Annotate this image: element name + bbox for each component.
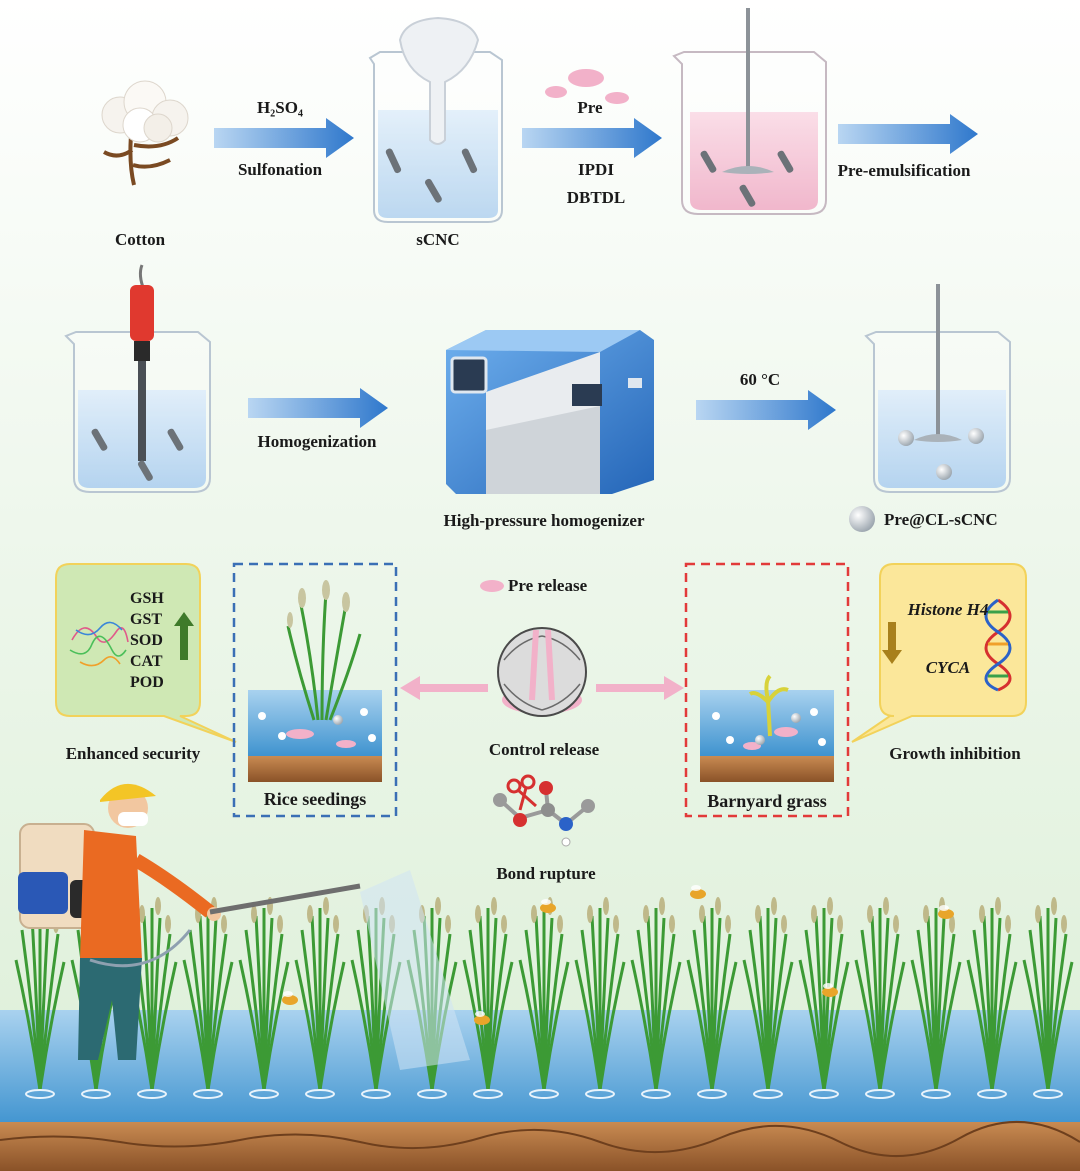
arrow-homogenization (248, 388, 388, 428)
control-release-label: Control release (488, 740, 600, 759)
sulfuric-acid-label: H₂SO₄ (256, 98, 304, 117)
bee-icon (474, 1011, 490, 1025)
arrow-sulfonation (214, 118, 354, 158)
rice-plant (630, 897, 682, 1099)
rice-plant (910, 897, 962, 1099)
barnyard-grass-label: Barnyard grass (707, 791, 827, 811)
gene-callout (851, 563, 1027, 743)
rice-plant (854, 897, 906, 1099)
rice-plant (518, 897, 570, 1099)
scnc-beaker (368, 16, 503, 223)
arrow-60c (696, 390, 836, 430)
temperature-label: 60 °C (739, 370, 781, 389)
homogenizer-machine (446, 330, 654, 494)
rice-plant (742, 897, 794, 1099)
molecule-bond-icon (493, 774, 595, 847)
bee-icon (540, 899, 556, 913)
gene-cyca: CYCA (925, 658, 971, 677)
enzyme-gsh: GSH (130, 590, 164, 607)
pre-release-legend-label: Pre release (508, 576, 588, 595)
rice-plant (294, 897, 346, 1099)
decrease-arrow-icon (882, 622, 902, 664)
bee-icon (938, 905, 954, 919)
rice-seedlings-label: Rice seedings (263, 789, 367, 809)
rice-plant (462, 897, 514, 1099)
bee-icon (690, 885, 706, 899)
cotton-label: Cotton (114, 230, 166, 249)
rice-plant (798, 897, 850, 1099)
ipdi-label: IPDI (578, 160, 614, 179)
growth-inhibition-label: Growth inhibition (889, 744, 1021, 763)
pre-blob (605, 92, 629, 104)
product-legend-icon (849, 506, 875, 532)
enzyme-callout (55, 563, 237, 743)
enzyme-cat: CAT (130, 653, 163, 670)
paddy-field (0, 1010, 1080, 1171)
arrow-to-barnyard (596, 676, 684, 700)
rice-plant (14, 897, 66, 1099)
gene-histone-h4: Histone H4 (907, 600, 989, 619)
rice-plant (1022, 897, 1074, 1099)
homogenizer-label: High-pressure homogenizer (443, 511, 645, 530)
pre-label: Pre (577, 98, 603, 117)
pre-blob (545, 86, 567, 98)
arrow-pre-ipdi (522, 118, 662, 158)
pre-release-legend-icon (480, 580, 504, 592)
product-legend-label: Pre@CL-sCNC (884, 510, 998, 529)
protein-structure-icon (69, 621, 129, 667)
arrow-pre-emulsification (838, 114, 978, 154)
dbtdl-label: DBTDL (566, 188, 626, 207)
dna-icon (984, 598, 1012, 692)
arrow-to-rice (400, 676, 488, 700)
spray-mist (360, 870, 470, 1070)
barnyard-grass-panel (684, 562, 850, 818)
rice-plant-row (14, 897, 1074, 1099)
increase-arrow-icon (174, 612, 194, 660)
rice-plant (574, 897, 626, 1099)
capsule-release-icon (497, 627, 587, 717)
bee-icon (822, 983, 838, 997)
pre-emulsification-label: Pre-emulsification (837, 161, 971, 180)
pink-beaker (672, 8, 827, 215)
rice-plant (238, 897, 290, 1099)
sulfonation-label: Sulfonation (237, 160, 323, 179)
enzyme-pod: POD (130, 674, 164, 691)
scissors-icon (506, 774, 537, 811)
cotton-icon (101, 80, 189, 186)
enzyme-sod: SOD (130, 632, 163, 649)
rice-plant (686, 897, 738, 1099)
enzyme-list: GSH GST SOD CAT POD (130, 588, 164, 693)
rice-seedlings-panel (232, 562, 398, 818)
homogenization-beaker (64, 264, 211, 493)
product-beaker (864, 284, 1011, 493)
bond-rupture-label: Bond rupture (496, 864, 596, 883)
pre-blob (568, 69, 604, 87)
enhanced-security-label: Enhanced security (65, 744, 201, 763)
farmer-sprayer-figure (18, 783, 361, 1060)
homogenization-label: Homogenization (257, 432, 377, 451)
rice-plant (966, 897, 1018, 1099)
bee-icon (282, 991, 298, 1005)
scnc-label: sCNC (416, 230, 460, 249)
enzyme-gst: GST (130, 611, 163, 628)
